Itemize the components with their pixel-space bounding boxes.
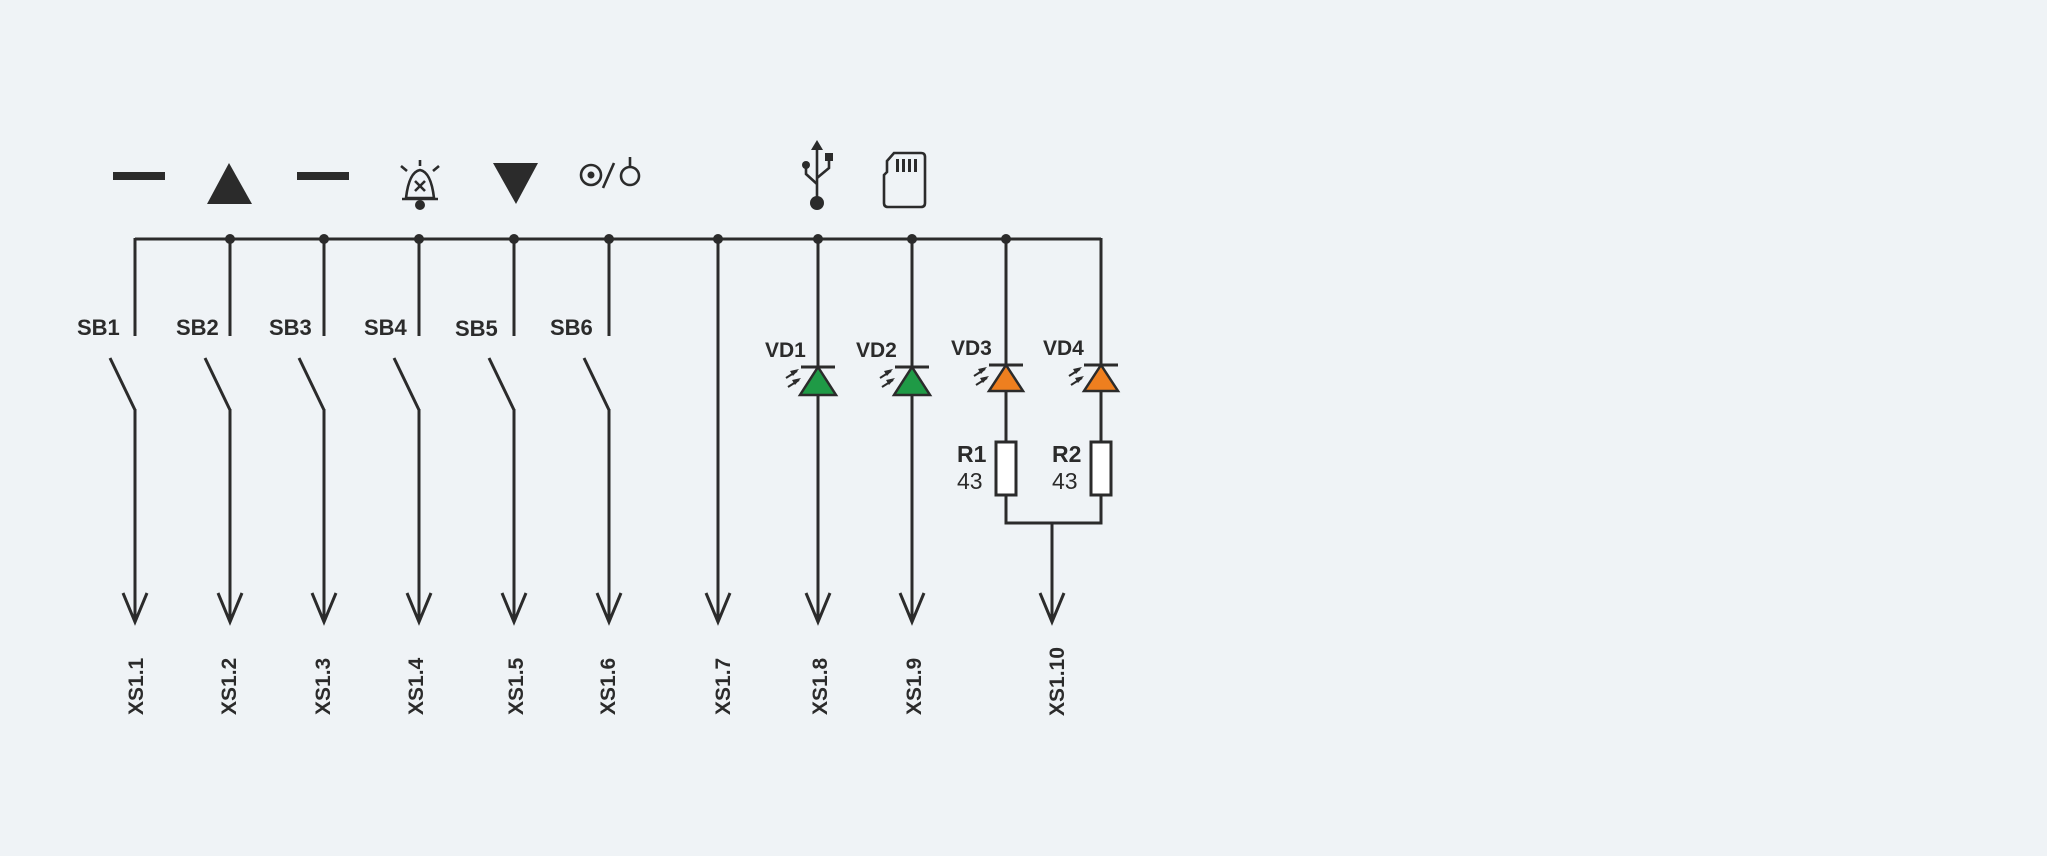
led-label: VD2 — [856, 339, 897, 362]
resistor-name: R2 — [1052, 441, 1081, 467]
minus-icon — [297, 172, 349, 180]
led-vd1-body — [797, 364, 839, 397]
switch-sb3 — [297, 239, 338, 626]
led-label: VD3 — [951, 337, 992, 360]
led-vd1 — [785, 239, 839, 626]
sd-card-icon — [882, 151, 927, 209]
led-vd3-body — [986, 362, 1026, 393]
bus-wire — [135, 237, 1103, 370]
minus-icon — [113, 172, 165, 180]
resistor-value: 43 — [1052, 468, 1078, 494]
pin-label: XS1.7 — [712, 658, 735, 715]
led-vd4-body — [1081, 362, 1121, 393]
up-triangle-icon — [207, 163, 252, 204]
resistor-name: R1 — [957, 441, 987, 467]
switch-label: SB6 — [550, 315, 593, 340]
pin-label: XS1.3 — [312, 658, 335, 715]
led-label: VD1 — [765, 339, 806, 362]
resistor-r1 — [994, 440, 1018, 524]
pin-label: XS1.10 — [1046, 647, 1069, 716]
switch-sb6 — [582, 239, 623, 626]
resistor-value: 43 — [957, 468, 983, 494]
led-label: VD4 — [1043, 337, 1084, 360]
pin-label: XS1.1 — [125, 657, 148, 715]
line-xs1-7 — [704, 239, 732, 626]
switch-sb4 — [392, 239, 433, 626]
usb-icon — [802, 140, 833, 210]
led-vd3 — [973, 239, 1026, 442]
switch-label: SB3 — [269, 315, 312, 340]
resistor-r2 — [1089, 440, 1113, 524]
switch-label: SB5 — [455, 316, 498, 341]
pin-label: XS1.6 — [597, 658, 620, 715]
switch-sb2 — [203, 239, 244, 626]
pin-label: XS1.9 — [903, 658, 926, 715]
switch-label: SB2 — [176, 315, 219, 340]
pin-label: XS1.8 — [809, 657, 832, 715]
down-triangle-icon — [493, 163, 538, 204]
switch-sb1 — [108, 238, 149, 626]
pin-label: XS1.2 — [218, 658, 241, 715]
alarm-bell-off-icon — [400, 160, 440, 210]
power-toggle-icon — [579, 157, 641, 189]
pin-label: XS1.4 — [405, 657, 428, 715]
pin-label: XS1.5 — [505, 657, 528, 715]
line-xs1-10 — [1004, 521, 1103, 626]
switch-sb5 — [487, 239, 528, 626]
switch-label: SB4 — [364, 315, 408, 340]
led-vd2 — [879, 239, 933, 626]
switch-label: SB1 — [77, 315, 120, 340]
led-vd2-body — [891, 364, 933, 397]
led-vd4 — [1068, 362, 1121, 442]
